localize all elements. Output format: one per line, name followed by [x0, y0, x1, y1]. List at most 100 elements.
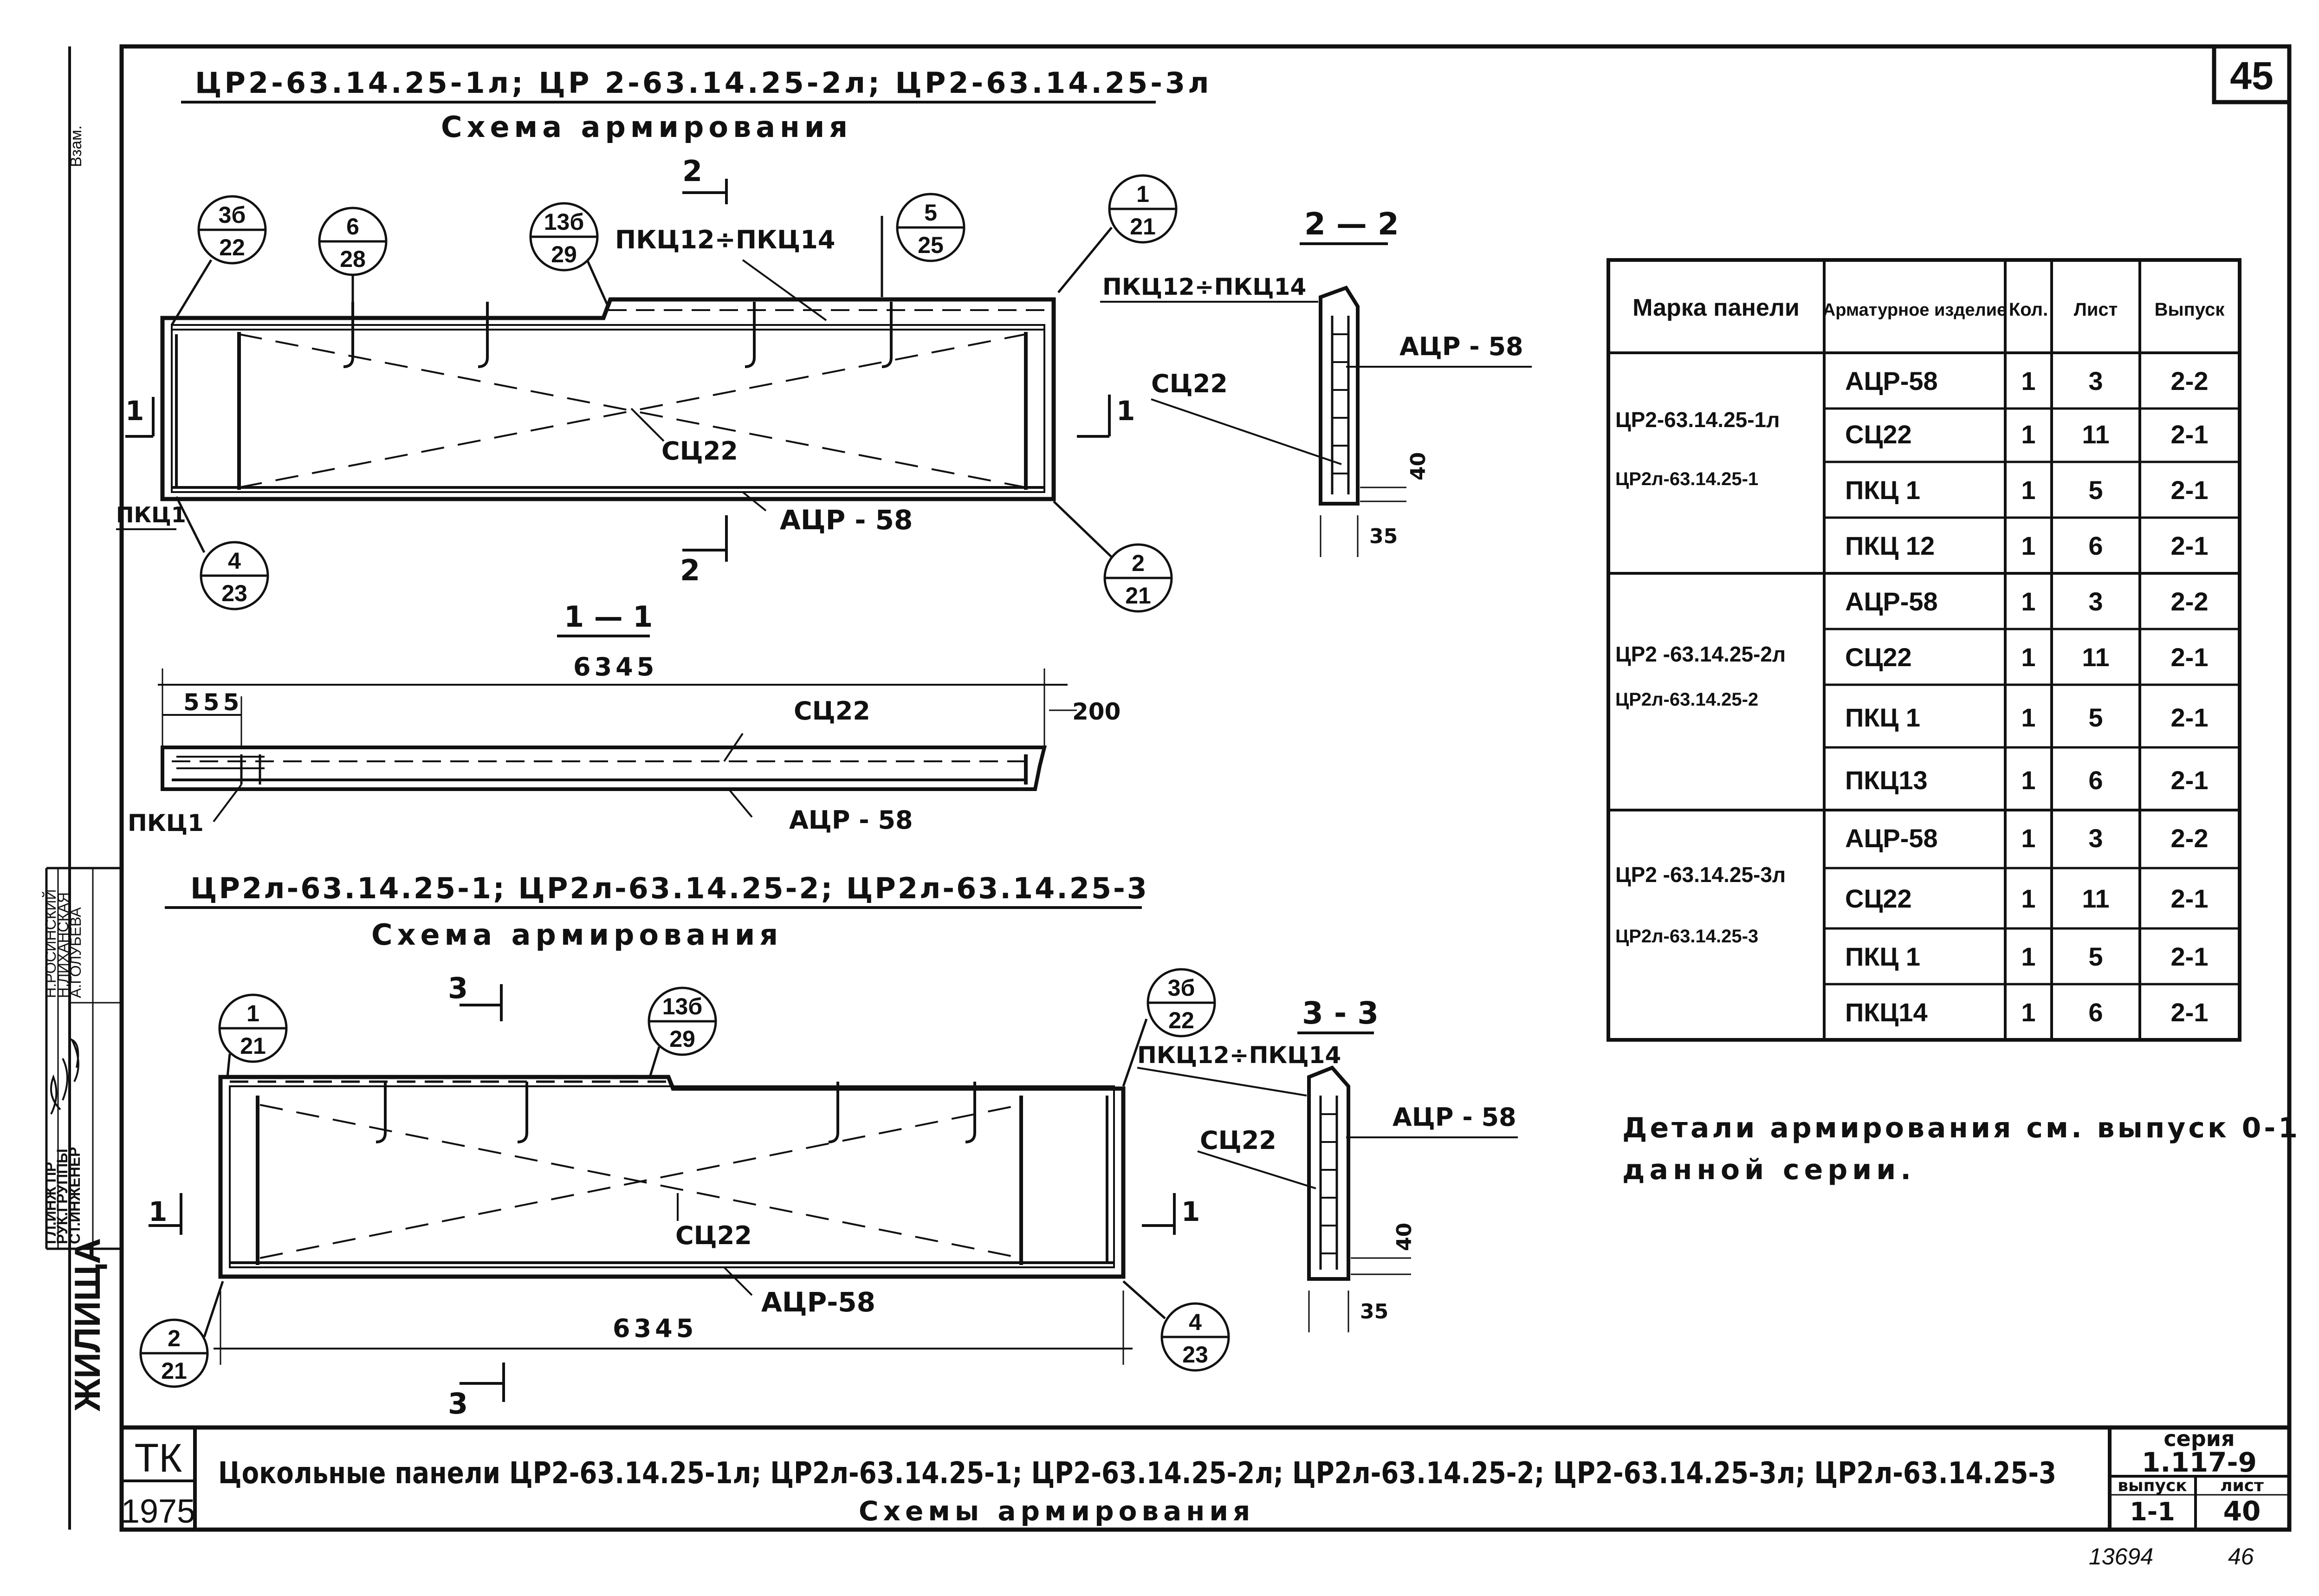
section-2-2-acr58: АЦР - 58	[1399, 332, 1523, 361]
section-3-3-dim40: 40	[1393, 1223, 1416, 1251]
svg-text:3б: 3б	[1168, 975, 1195, 1001]
section-3-3-drawing	[1137, 1065, 1518, 1332]
table-row-item: ПКЦ 1	[1845, 703, 1920, 732]
table-row-sheet: 3	[2088, 366, 2103, 396]
bottom-length-dim	[214, 1291, 1133, 1365]
top-section-subtitle: Схема армирования	[441, 110, 852, 144]
series-label: серия	[2164, 1426, 2235, 1451]
table-header-issue: Выпуск	[2155, 299, 2225, 320]
bottom-section-subtitle: Схема армирования	[371, 918, 783, 952]
svg-text:21: 21	[240, 1033, 266, 1059]
table-row-qty: 1	[2021, 475, 2035, 505]
sheet-frame	[119, 44, 2292, 1532]
section-1-1-dim555: 555	[183, 689, 243, 716]
section-1-1-sc22: СЦ22	[794, 696, 870, 726]
table-row-sheet: 6	[2088, 998, 2103, 1027]
top-leader-labels: 3б 22 6 28 13б 29 5 25 1 21 4 23 2 21	[219, 181, 1156, 609]
svg-text:6: 6	[346, 214, 359, 240]
table-row-sheet: 11	[2082, 420, 2109, 449]
top-cut-markers	[125, 179, 1111, 562]
note-line-2: данной серии.	[1622, 1154, 1916, 1186]
svg-text:4: 4	[1189, 1309, 1202, 1335]
top-cut2-upper: 2	[682, 154, 702, 188]
table-row-qty: 1	[2021, 942, 2035, 971]
section-2-2-dim40: 40	[1406, 452, 1430, 480]
title-subtitle: Схемы армирования	[859, 1495, 1255, 1527]
table-row-qty: 1	[2021, 884, 2035, 913]
section-3-3-pkc-range: ПКЦ12÷ПКЦ14	[1137, 1042, 1341, 1069]
title-main: Цокольные панели ЦР2-63.14.25-1л; ЦР2л-6…	[218, 1456, 2056, 1491]
side-stamp: ГЛ.ИНЖ ПР РУК.ГРУППЫ СТ.ИНЖЕНЕР Н.РОСИНС…	[42, 46, 122, 1530]
sheet-number-box	[2212, 44, 2292, 104]
svg-text:2: 2	[168, 1325, 181, 1351]
table-panel-3a: ЦР2 -63.14.25-3л	[1615, 863, 1786, 887]
table-row-item: СЦ22	[1845, 642, 1912, 672]
svg-text:3б: 3б	[219, 202, 246, 228]
section-2-2-title: 2 — 2	[1304, 206, 1399, 242]
svg-text:21: 21	[1130, 214, 1156, 240]
footer-mark-2: 46	[2228, 1544, 2254, 1570]
top-leaders	[170, 174, 1178, 613]
svg-text:29: 29	[551, 241, 577, 267]
series-value: 1.117-9	[2142, 1447, 2257, 1478]
table-row-qty: 1	[2021, 420, 2035, 449]
bottom-panel-elevation	[218, 1075, 1126, 1279]
issue-value: 1-1	[2130, 1497, 2175, 1526]
top-cut1-right: 1	[1116, 395, 1135, 427]
section-1-1-title: 1 — 1	[564, 600, 653, 634]
stamp-top-mark: Взам.	[67, 125, 85, 167]
stamp-name-2: Н.ЛИХАНСКАЯ	[55, 892, 71, 998]
table-row-sheet: 6	[2088, 531, 2103, 560]
table-row-issue: 2-1	[2171, 884, 2209, 913]
section-3-3-title: 3 - 3	[1302, 995, 1379, 1031]
top-acr58-label: АЦР - 58	[780, 504, 913, 536]
note-line-1: Детали армирования см. выпуск 0-1	[1622, 1112, 2300, 1144]
table-panel-3b: ЦР2л-63.14.25-3	[1615, 926, 1758, 947]
table-row-sheet: 3	[2088, 587, 2103, 616]
top-acr58-leader	[742, 491, 767, 512]
title-year: 1975	[121, 1493, 195, 1530]
section-1-1-length: 6345	[573, 652, 658, 681]
table-row-sheet: 6	[2088, 766, 2103, 795]
section-3-3-acr58: АЦР - 58	[1393, 1103, 1516, 1132]
section-2-2-dim35: 35	[1369, 525, 1398, 548]
bottom-acr58-label: АЦР-58	[761, 1286, 875, 1318]
section-2-2-pkc-range: ПКЦ12÷ПКЦ14	[1102, 273, 1306, 300]
issue-label: выпуск	[2118, 1476, 2187, 1495]
table-row-issue: 2-1	[2171, 642, 2209, 672]
signature-marks	[50, 1038, 79, 1115]
bottom-leaders	[139, 968, 1230, 1388]
table-row-qty: 1	[2021, 824, 2035, 853]
top-pkc-leader	[742, 259, 827, 321]
top-pkc-range-label: ПКЦ12÷ПКЦ14	[615, 225, 835, 254]
table-panel-1b: ЦР2л-63.14.25-1	[1615, 469, 1758, 489]
svg-text:13б: 13б	[662, 993, 703, 1019]
table-row-item: АЦР-58	[1845, 824, 1938, 853]
table-row-qty: 1	[2021, 998, 2035, 1027]
table-row-qty: 1	[2021, 703, 2035, 732]
svg-text:1: 1	[1136, 181, 1149, 207]
table-row-qty: 1	[2021, 366, 2035, 396]
table-row-item: АЦР-58	[1845, 587, 1938, 616]
bottom-cut-markers	[149, 984, 1176, 1402]
svg-text:1: 1	[246, 1000, 259, 1026]
svg-text:2: 2	[1132, 550, 1145, 576]
top-sc22-label: СЦ22	[661, 436, 738, 466]
svg-text:4: 4	[228, 548, 241, 574]
top-cut1-left: 1	[125, 395, 144, 427]
section-3-3-sc22: СЦ22	[1200, 1126, 1276, 1155]
stamp-role-3: СТ.ИНЖЕНЕР	[66, 1147, 83, 1244]
table-row-issue: 2-1	[2171, 531, 2209, 560]
stamp-role-1: ГЛ.ИНЖ ПР	[42, 1162, 59, 1244]
top-section-title: ЦР2-63.14.25-1л; ЦР 2-63.14.25-2л; ЦР2-6…	[195, 66, 1212, 100]
table-row-issue: 2-2	[2171, 824, 2209, 853]
bottom-cut1-left: 1	[149, 1196, 167, 1227]
table-header-item: Арматурное изделие	[1823, 300, 2007, 320]
table-row-issue: 2-1	[2171, 475, 2209, 505]
table-row-issue: 2-1	[2171, 766, 2209, 795]
stamp-name-3: А.ГОЛУБЕВА	[67, 907, 84, 998]
table-header-panel: Марка панели	[1632, 294, 1800, 321]
table-row-item: АЦР-58	[1845, 366, 1938, 396]
table-row-sheet: 5	[2088, 942, 2103, 971]
stamp-role-2: РУК.ГРУППЫ	[54, 1148, 71, 1244]
